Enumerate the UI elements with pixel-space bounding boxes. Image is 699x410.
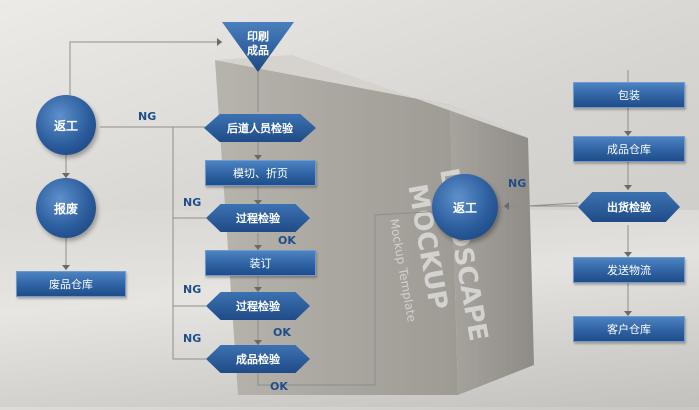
print-finished-label: 印刷 成品 (247, 30, 269, 57)
ok-label-3: OK (270, 380, 288, 393)
rework-right-label: 返工 (452, 200, 477, 215)
binding-node: 装订 (205, 250, 316, 276)
scrap-warehouse-label: 废品仓库 (49, 278, 93, 291)
scrap-label: 报废 (53, 201, 78, 216)
ng-label-3: NG (183, 283, 202, 296)
ng-label-1: NG (138, 110, 157, 123)
ok-label-2: OK (273, 326, 291, 339)
finished-check-node: 成品检验 (206, 345, 310, 373)
packaging-label: 包装 (618, 89, 640, 102)
finished-warehouse-label: 成品仓库 (607, 143, 651, 156)
post-inspection-node: 后道人员检验 (204, 114, 316, 142)
ng-label-4: NG (183, 332, 202, 345)
die-cut-fold-node: 模切、折页 (205, 160, 316, 186)
scrap-node: 报废 (36, 178, 96, 238)
post-inspection-label: 后道人员检验 (227, 122, 293, 135)
shipping-check-label: 出货检验 (607, 201, 651, 214)
logistics-node: 发送物流 (573, 257, 685, 283)
rework-left-label: 返工 (53, 118, 78, 133)
rework-right-node: 返工 (432, 174, 498, 240)
shipping-check-node: 出货检验 (578, 192, 680, 222)
die-cut-fold-label: 模切、折页 (233, 167, 288, 180)
ok-label-1: OK (278, 234, 296, 247)
customer-warehouse-label: 客户仓库 (607, 323, 651, 336)
process-check-2-label: 过程检验 (236, 300, 280, 313)
process-check-2-node: 过程检验 (206, 292, 310, 320)
ng-label-right: NG (508, 177, 527, 190)
process-check-1-node: 过程检验 (206, 204, 310, 232)
scrap-warehouse-node: 废品仓库 (16, 271, 126, 297)
packaging-node: 包装 (573, 82, 685, 108)
ng-label-2: NG (183, 196, 202, 209)
logistics-label: 发送物流 (607, 264, 651, 277)
process-check-1-label: 过程检验 (236, 212, 280, 225)
rework-left-node: 返工 (36, 95, 96, 155)
customer-warehouse-node: 客户仓库 (573, 316, 685, 342)
binding-label: 装订 (249, 257, 272, 270)
finished-check-label: 成品检验 (236, 353, 280, 366)
finished-warehouse-node: 成品仓库 (573, 136, 685, 162)
